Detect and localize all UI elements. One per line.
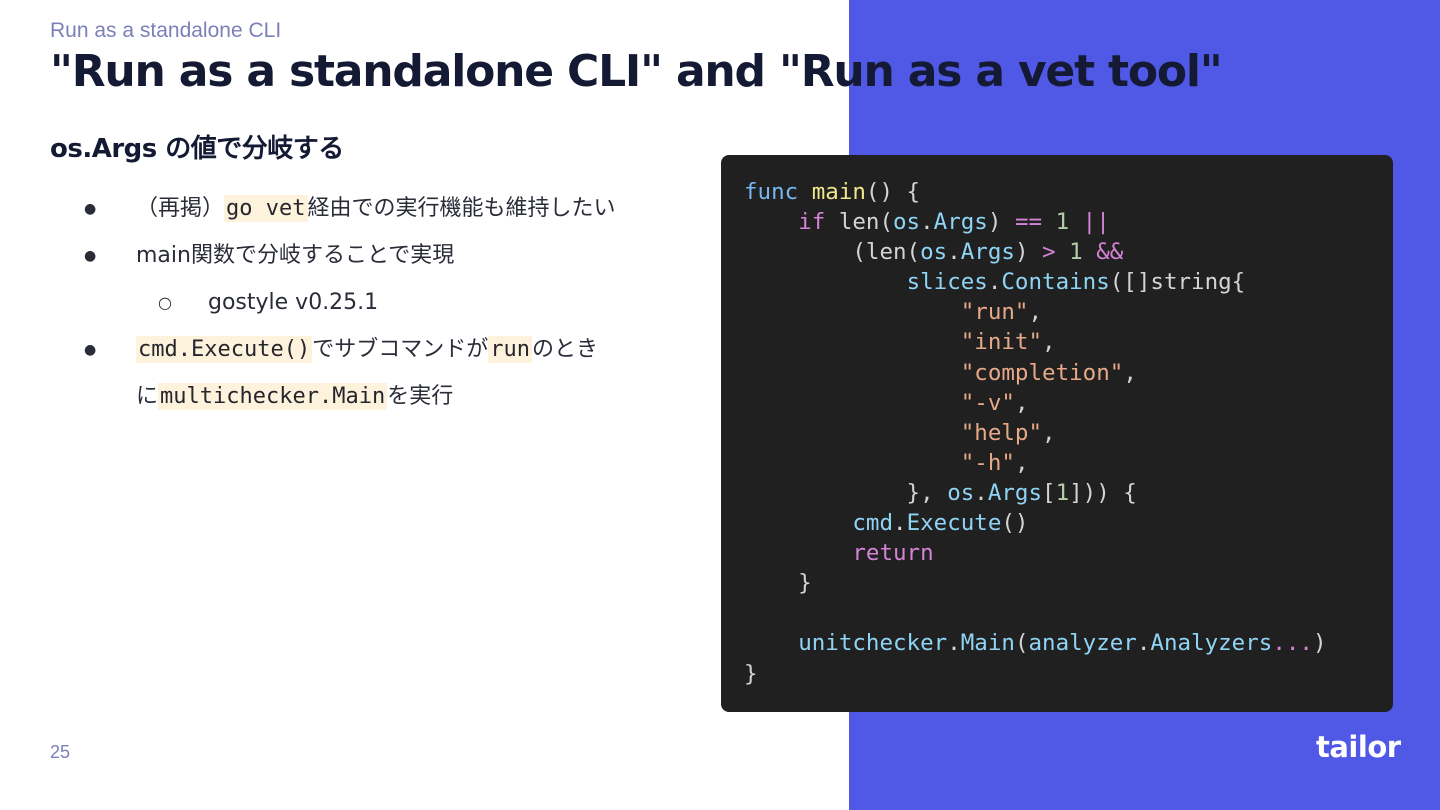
bullet-text: （再掲）go vet経由での実行機能も維持したい: [136, 195, 616, 222]
bullet-text: にmultichecker.Mainを実行: [136, 383, 454, 410]
inline-code: run: [488, 336, 532, 363]
bullet-item: ● main関数で分岐することで実現: [50, 237, 710, 284]
inline-code: cmd.Execute(): [136, 336, 313, 363]
section-label: Run as a standalone CLI: [50, 19, 282, 42]
inline-code: multichecker.Main: [158, 383, 388, 410]
sub-bullet-text: gostyle v0.25.1: [208, 290, 379, 315]
bullet-list: ● （再掲）go vet経由での実行機能も維持したい ● main関数で分岐する…: [50, 190, 710, 425]
bullet-item: ● cmd.Execute()でサブコマンドがrunのとき: [50, 331, 710, 378]
bullet-text: cmd.Execute()でサブコマンドがrunのとき: [136, 336, 598, 363]
bullet-continuation: にmultichecker.Mainを実行: [50, 378, 710, 425]
slide-title: "Run as a standalone CLI" and "Run as a …: [50, 46, 1223, 97]
sub-bullet-item: ○ gostyle v0.25.1: [50, 284, 710, 331]
code-block: func main() { if len(os.Args) == 1 || (l…: [721, 155, 1393, 712]
tailor-logo: tailor: [1316, 730, 1401, 764]
page-number: 25: [50, 742, 71, 762]
bullet-text: main関数で分岐することで実現: [136, 243, 455, 268]
bullet-item: ● （再掲）go vet経由での実行機能も維持したい: [50, 190, 710, 237]
inline-code: go vet: [224, 195, 308, 222]
bullet-dot-icon: ●: [84, 248, 97, 264]
bullet-dot-icon: ●: [84, 201, 97, 217]
bullet-dot-icon: ●: [84, 342, 97, 358]
circle-bullet-icon: ○: [158, 293, 172, 312]
subheading: os.Args の値で分岐する: [50, 134, 344, 164]
code-text: func main() { if len(os.Args) == 1 || (l…: [744, 179, 1327, 687]
